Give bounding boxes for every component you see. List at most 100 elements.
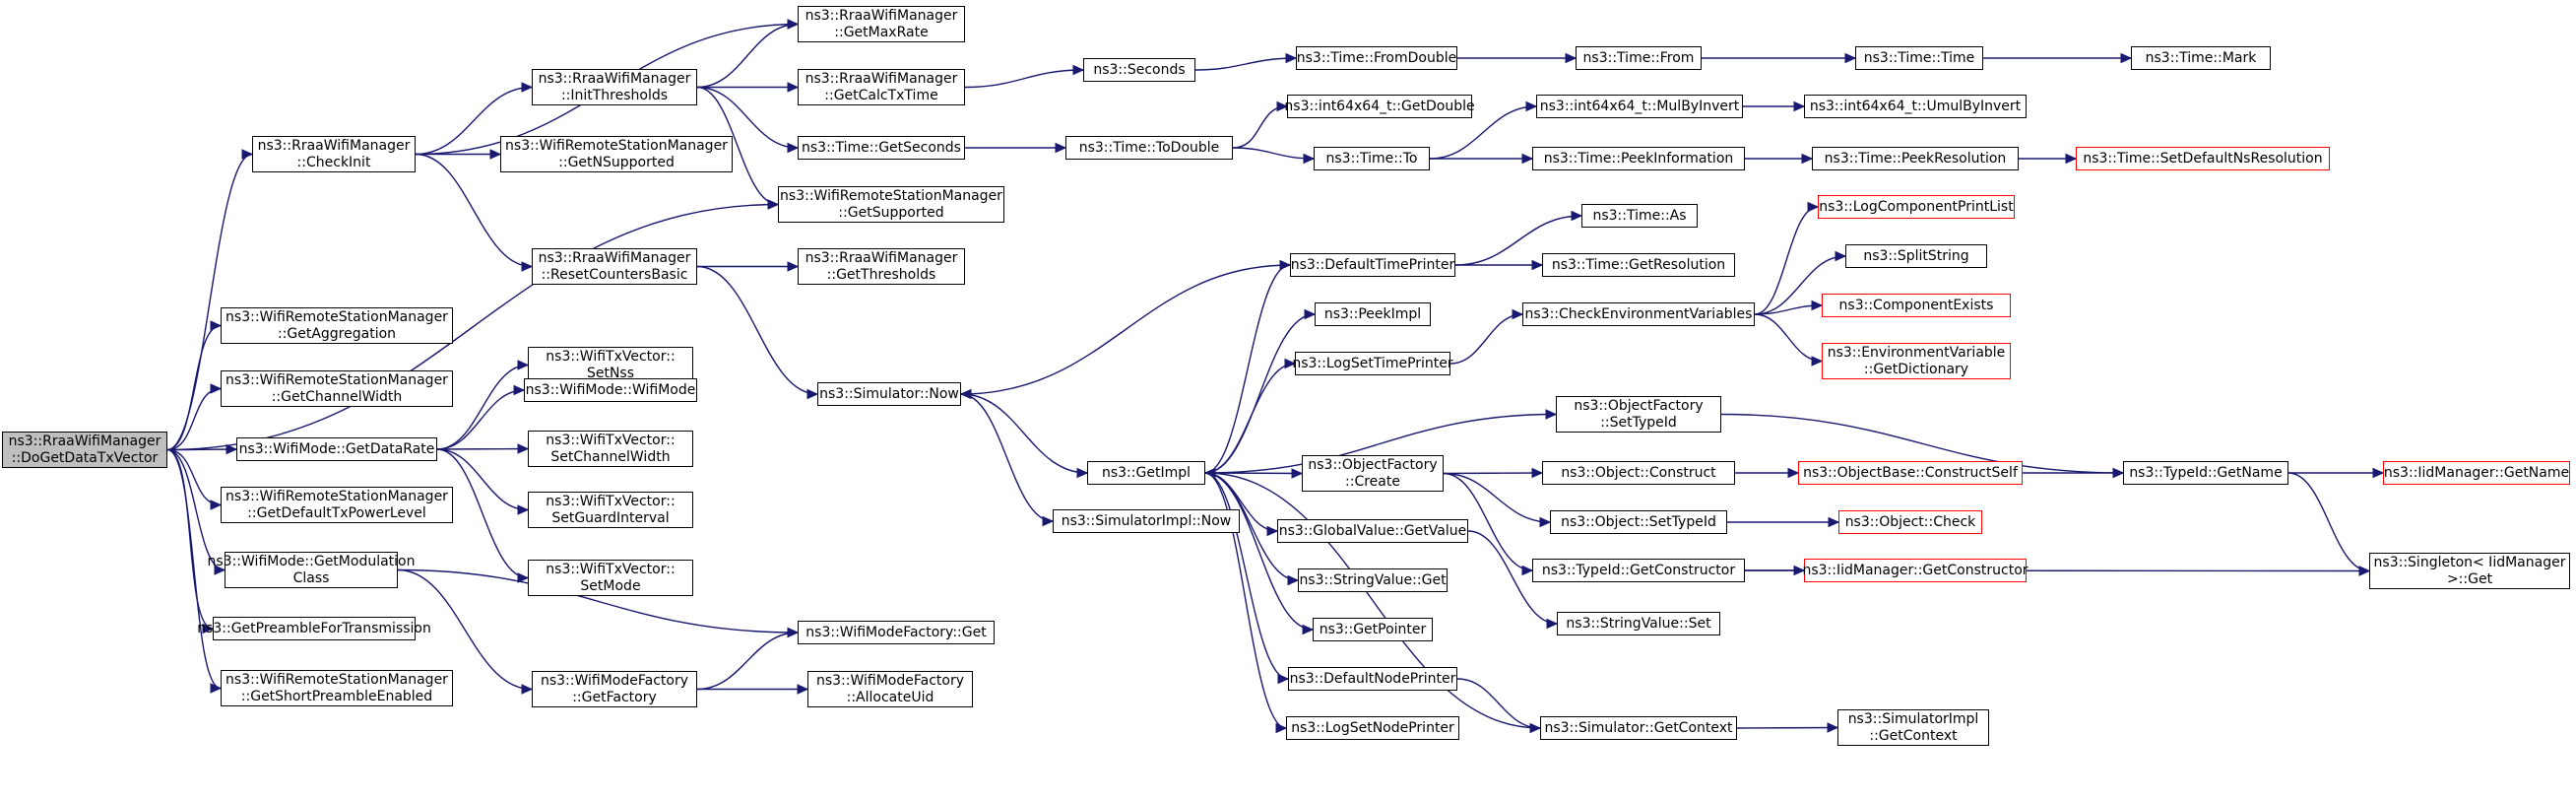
edge-n53-n24-arrowhead	[1203, 467, 1216, 479]
node-n2[interactable]: ns3::RraaWifiManager ::InitThresholds	[532, 69, 697, 105]
node-n49[interactable]: ns3::StringValue::Set	[1557, 612, 1720, 635]
edge-n57-n60-arrowhead	[517, 443, 530, 454]
node-n24[interactable]: ns3::GetImpl	[1087, 461, 1205, 485]
edge-n40-n46	[2287, 472, 2370, 572]
edge-n44-n46-arrowhead	[2358, 566, 2371, 576]
edge-n0-n1	[166, 153, 253, 451]
node-n38[interactable]: ns3::Object::Construct	[1542, 461, 1735, 485]
edge-n0-n8	[166, 203, 779, 451]
edge-n57-n62-arrowhead	[517, 572, 530, 583]
node-n17[interactable]: ns3::Time::To	[1314, 147, 1430, 170]
node-n0[interactable]: ns3::RraaWifiManager ::DoGetDataTxVector	[2, 432, 167, 468]
node-n68[interactable]: ns3::GetPreambleForTransmission	[197, 617, 431, 640]
node-n47[interactable]: ns3::GlobalValue::GetValue	[1277, 519, 1468, 543]
node-n18[interactable]: ns3::int64x64_t::MulByInvert	[1536, 95, 1743, 118]
node-n7[interactable]: ns3::Time::GetSeconds	[798, 136, 965, 160]
node-n10[interactable]: ns3::Seconds	[1083, 58, 1195, 82]
edge-n12-n13-arrowhead	[1844, 52, 1857, 64]
node-n19[interactable]: ns3::int64x64_t::UmulByInvert	[1804, 95, 2027, 118]
node-n15[interactable]: ns3::Time::ToDouble	[1065, 136, 1233, 160]
edge-n57-n59	[436, 389, 525, 450]
edge-n15-n17-arrowhead	[1303, 153, 1316, 165]
node-n48[interactable]: ns3::StringValue::Get	[1298, 568, 1448, 592]
node-n51[interactable]: ns3::DefaultNodePrinter	[1288, 667, 1457, 691]
node-n59[interactable]: ns3::WifiMode::WifiMode	[524, 378, 697, 402]
node-n9[interactable]: ns3::RraaWifiManager ::GetThresholds	[798, 248, 965, 285]
node-n53[interactable]: ns3::Simulator::GetContext	[1540, 716, 1737, 740]
edge-n24-n36	[1204, 413, 1557, 474]
node-n42[interactable]: ns3::Object::SetTypeId	[1550, 510, 1727, 534]
node-n33[interactable]: ns3::SplitString	[1845, 244, 1987, 268]
node-n55[interactable]: ns3::WifiRemoteStationManager ::GetAggre…	[221, 307, 453, 344]
edge-n40-n41-arrowhead	[2372, 467, 2385, 479]
node-n30[interactable]: ns3::LogSetTimePrinter	[1292, 352, 1453, 375]
node-n52[interactable]: ns3::LogSetNodePrinter	[1286, 716, 1459, 740]
node-n62[interactable]: ns3::WifiTxVector:: SetMode	[528, 560, 693, 596]
edge-n24-n52	[1204, 472, 1287, 729]
node-n26[interactable]: ns3::DefaultTimePrinter	[1290, 253, 1455, 277]
node-n21[interactable]: ns3::Time::PeekResolution	[1812, 147, 2019, 170]
node-n6[interactable]: ns3::RraaWifiManager ::GetCalcTxTime	[798, 69, 965, 105]
node-n29[interactable]: ns3::PeekImpl	[1315, 302, 1431, 326]
node-n34[interactable]: ns3::ComponentExists	[1822, 294, 2011, 317]
node-n31[interactable]: ns3::CheckEnvironmentVariables	[1522, 302, 1755, 326]
edge-n31-n33	[1754, 255, 1846, 315]
node-n67[interactable]: ns3::WifiModeFactory ::AllocateUid	[807, 671, 973, 707]
node-n4[interactable]: ns3::RraaWifiManager ::ResetCountersBasi…	[532, 248, 697, 285]
node-n1[interactable]: ns3::RraaWifiManager ::CheckInit	[252, 136, 416, 172]
node-n32[interactable]: ns3::LogComponentPrintList	[1818, 195, 2015, 219]
node-n23[interactable]: ns3::Simulator::Now	[817, 382, 961, 406]
node-n22[interactable]: ns3::Time::SetDefaultNsResolution	[2076, 147, 2330, 170]
edge-n0-n55-arrowhead	[210, 320, 223, 331]
node-n13[interactable]: ns3::Time::Time	[1855, 46, 1983, 70]
node-n56[interactable]: ns3::WifiRemoteStationManager ::GetChann…	[221, 370, 453, 407]
edge-n24-n50	[1204, 472, 1314, 631]
edge-n39-n40-arrowhead	[2112, 467, 2125, 479]
node-n36[interactable]: ns3::ObjectFactory ::SetTypeId	[1556, 396, 1721, 433]
edge-n20-n21-arrowhead	[1801, 153, 1814, 165]
node-n43[interactable]: ns3::Object::Check	[1838, 510, 1982, 534]
edge-n0-n69	[166, 448, 222, 690]
node-n39[interactable]: ns3::ObjectBase::ConstructSelf	[1798, 461, 2023, 485]
edge-n24-n50-arrowhead	[1302, 624, 1315, 635]
edge-n57-n61-arrowhead	[517, 504, 530, 515]
node-n27[interactable]: ns3::Time::As	[1581, 204, 1698, 228]
node-n69[interactable]: ns3::WifiRemoteStationManager ::GetShort…	[221, 670, 453, 706]
node-n37[interactable]: ns3::ObjectFactory ::Create	[1302, 455, 1444, 492]
edge-n11-n12-arrowhead	[1565, 52, 1578, 64]
node-n25[interactable]: ns3::SimulatorImpl::Now	[1053, 509, 1240, 533]
node-n63[interactable]: ns3::WifiRemoteStationManager ::GetDefau…	[221, 487, 453, 523]
node-n35[interactable]: ns3::EnvironmentVariable ::GetDictionary	[1822, 343, 2011, 379]
node-n66[interactable]: ns3::WifiModeFactory ::GetFactory	[532, 671, 697, 707]
node-n50[interactable]: ns3::GetPointer	[1313, 618, 1433, 641]
node-n45[interactable]: ns3::IidManager::GetConstructor	[1802, 559, 2029, 582]
node-n61[interactable]: ns3::WifiTxVector:: SetGuardInterval	[528, 492, 693, 528]
edge-n36-n40	[1720, 413, 2124, 474]
node-n5[interactable]: ns3::RraaWifiManager ::GetMaxRate	[798, 6, 965, 42]
node-n60[interactable]: ns3::WifiTxVector:: SetChannelWidth	[528, 431, 693, 467]
node-n20[interactable]: ns3::Time::PeekInformation	[1532, 147, 1745, 170]
edge-n24-n52-arrowhead	[1275, 722, 1288, 734]
node-n40[interactable]: ns3::TypeId::GetName	[2123, 461, 2288, 485]
node-n65[interactable]: ns3::WifiModeFactory::Get	[798, 621, 995, 644]
node-n54[interactable]: ns3::SimulatorImpl ::GetContext	[1837, 709, 1989, 746]
node-n3[interactable]: ns3::WifiRemoteStationManager ::GetNSupp…	[500, 136, 733, 172]
edge-n6-n10	[964, 69, 1084, 89]
node-n46[interactable]: ns3::Singleton< IidManager >::Get	[2369, 553, 2570, 589]
edge-n66-n65	[696, 632, 799, 691]
node-n44[interactable]: ns3::TypeId::GetConstructor	[1532, 559, 1745, 582]
node-n8[interactable]: ns3::WifiRemoteStationManager ::GetSuppo…	[778, 186, 1004, 223]
node-n11[interactable]: ns3::Time::FromDouble	[1296, 46, 1457, 70]
edge-n6-n10-arrowhead	[1072, 64, 1085, 76]
node-n41[interactable]: ns3::IidManager::GetName	[2383, 461, 2570, 485]
node-n64[interactable]: ns3::WifiMode::GetModulation Class	[208, 552, 416, 588]
edge-n64-n66-arrowhead	[521, 684, 534, 695]
node-n57[interactable]: ns3::WifiMode::GetDataRate	[236, 437, 437, 461]
node-n14[interactable]: ns3::Time::Mark	[2131, 46, 2271, 70]
node-n28[interactable]: ns3::Time::GetResolution	[1542, 253, 1735, 277]
node-n16[interactable]: ns3::int64x64_t::GetDouble	[1284, 95, 1475, 118]
edge-n26-n28-arrowhead	[1531, 259, 1544, 271]
node-n12[interactable]: ns3::Time::From	[1576, 46, 1702, 70]
node-n58[interactable]: ns3::WifiTxVector:: SetNss	[528, 347, 693, 383]
edge-n24-n30-arrowhead	[1284, 358, 1297, 369]
